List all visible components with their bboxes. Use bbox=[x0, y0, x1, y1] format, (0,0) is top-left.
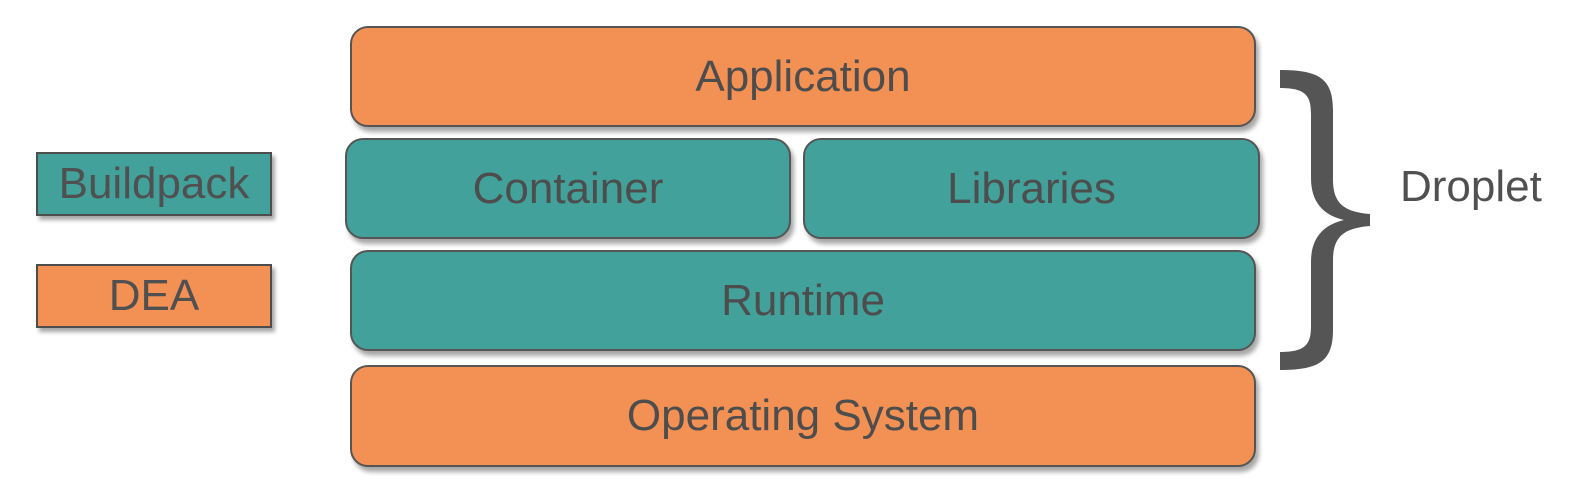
legend-dea-label: DEA bbox=[108, 271, 200, 320]
container-layer: Container bbox=[345, 138, 791, 239]
application-label: Application bbox=[695, 51, 911, 101]
container-label: Container bbox=[472, 163, 664, 213]
libraries-layer: Libraries bbox=[803, 138, 1260, 239]
droplet-brace-icon bbox=[1280, 70, 1370, 370]
droplet-label: Droplet bbox=[1400, 162, 1542, 211]
operating-system-layer: Operating System bbox=[350, 365, 1256, 467]
legend-dea: DEA bbox=[36, 264, 272, 328]
application-layer: Application bbox=[350, 26, 1256, 127]
runtime-layer: Runtime bbox=[350, 250, 1256, 351]
legend-buildpack: Buildpack bbox=[36, 152, 272, 216]
operating-system-label: Operating System bbox=[626, 391, 980, 440]
runtime-label: Runtime bbox=[721, 275, 885, 325]
legend-buildpack-label: Buildpack bbox=[58, 159, 250, 208]
libraries-label: Libraries bbox=[947, 163, 1116, 213]
